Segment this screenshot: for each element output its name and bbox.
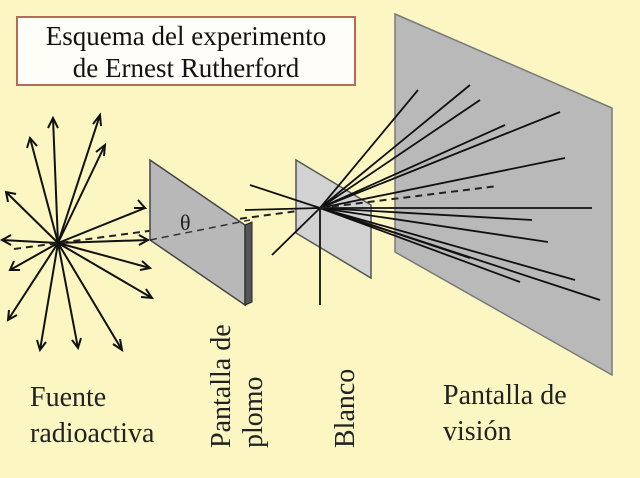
target-label: Blanco xyxy=(330,368,361,448)
scattered-rays xyxy=(244,84,601,305)
source-label: Fuente radioactiva xyxy=(30,380,154,452)
source-label-line-2: radioactiva xyxy=(30,418,155,449)
lead-screen xyxy=(149,158,253,307)
angle-theta-label: θ xyxy=(180,210,191,235)
viewing-screen-label: Pantalla de visión xyxy=(443,378,567,450)
source-radiation-arrows xyxy=(0,112,154,353)
lead-label-line-1: Pantalla de xyxy=(206,324,237,448)
viewing-screen xyxy=(394,12,613,377)
source-label-line-1: Fuente xyxy=(30,382,107,413)
lead-label-line-2: plomo xyxy=(238,376,269,448)
transmitted-dashed-line xyxy=(319,185,499,209)
title-line-1: Esquema del experimento xyxy=(45,21,327,51)
lead-screen-label: Pantalla de plomo xyxy=(206,324,270,448)
beam-dashed-line xyxy=(13,207,321,250)
screen-label-line-2: visión xyxy=(443,416,512,447)
diagram-title: Esquema del experimento de Ernest Ruther… xyxy=(16,16,356,86)
screen-label-line-1: Pantalla de xyxy=(443,380,567,411)
collimated-beam xyxy=(149,219,251,241)
title-line-2: de Ernest Rutherford xyxy=(72,53,300,83)
